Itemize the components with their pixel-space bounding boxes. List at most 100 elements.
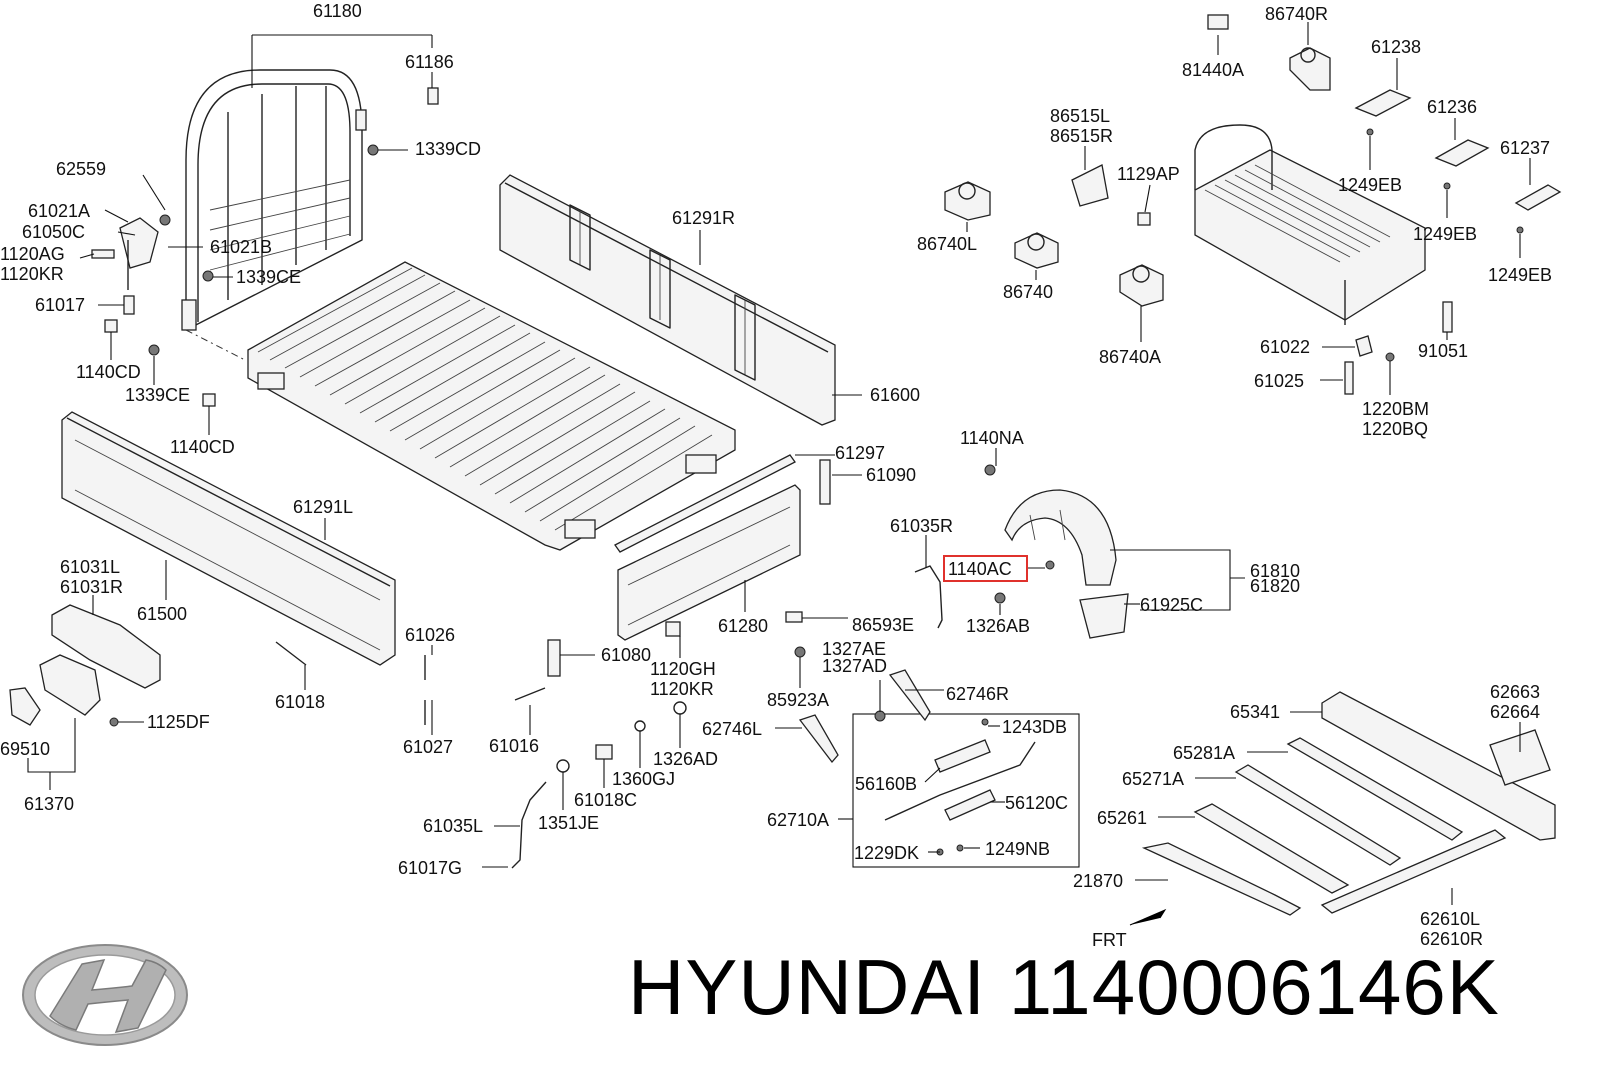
hyundai-logo — [22, 944, 188, 1046]
callout-label: 1120GH — [650, 659, 716, 679]
part-number: 1140006146K — [1008, 943, 1500, 1031]
callout-label: 86740 — [1003, 282, 1053, 302]
callout-label: 62746R — [946, 684, 1009, 704]
right-side-gate-drawing — [499, 174, 836, 426]
callout-label: 61022 — [1260, 337, 1310, 357]
callout-label: 61280 — [718, 616, 768, 636]
hardware-drawing — [9, 87, 943, 869]
callout-label: 86740L — [917, 234, 977, 254]
mud-guard-drawing — [984, 464, 1129, 639]
callout-label: 91051 — [1418, 341, 1468, 361]
callout-label: 61027 — [403, 737, 453, 757]
callout-label: 65261 — [1097, 808, 1147, 828]
assembly-box — [852, 713, 1080, 868]
callout-label: 61021A — [28, 201, 90, 221]
callout-label: 1220BM — [1362, 399, 1429, 419]
callout-label: 1229DK — [854, 843, 919, 863]
callout-label: 69510 — [0, 739, 50, 759]
callout-label: 61370 — [24, 794, 74, 814]
callout-label: 85923A — [767, 690, 829, 710]
callout-label: 62710A — [767, 810, 829, 830]
callout-label: 62746L — [702, 719, 762, 739]
brand-name: HYUNDAI — [628, 943, 987, 1031]
callout-label: 61820 — [1250, 576, 1300, 596]
callout-label: 61180 — [313, 1, 362, 21]
leader-lines — [27, 22, 1531, 905]
bracket-drawing — [794, 646, 1036, 856]
callout-label: 61026 — [405, 625, 455, 645]
callout-label: 61021B — [210, 237, 272, 257]
callout-label: 62610R — [1420, 929, 1483, 949]
callout-labels: 61180 61186 1339CD 62559 61021A 61050C 1… — [0, 1, 1552, 950]
callout-label: 65271A — [1122, 769, 1184, 789]
callout-label: 1249EB — [1338, 175, 1402, 195]
callout-label: 86515R — [1050, 126, 1113, 146]
front-indicator-label: FRT — [1092, 930, 1127, 950]
callout-label: 1220BQ — [1362, 419, 1428, 439]
callout-label: 86740A — [1099, 347, 1161, 367]
callout-label: 1339CE — [125, 385, 190, 405]
callout-label: 1120AG — [0, 244, 65, 264]
callout-label: 61236 — [1427, 97, 1477, 117]
callout-label: 61291R — [672, 208, 735, 228]
callout-label: 62663 — [1490, 682, 1540, 702]
callout-label: 61018 — [275, 692, 325, 712]
callout-label: 21870 — [1073, 871, 1123, 891]
callout-label: 1120KR — [0, 264, 64, 284]
callout-label: 61017G — [398, 858, 462, 878]
headboard-drawing — [181, 69, 367, 331]
callout-label: 62559 — [56, 159, 106, 179]
highlighted-callout-label: 1140AC — [948, 559, 1012, 579]
callout-label: 61810 — [1250, 561, 1300, 581]
callout-label: 1249EB — [1413, 224, 1477, 244]
callout-label: 1339CE — [236, 267, 301, 287]
callout-label: 61090 — [866, 465, 916, 485]
callout-label: 65341 — [1230, 702, 1280, 722]
callout-label: 1327AD — [822, 656, 887, 676]
truck-bed-thumbnail — [1194, 124, 1426, 325]
callout-label: 1360GJ — [612, 769, 675, 789]
callout-label: 61237 — [1500, 138, 1550, 158]
callout-label: 61031L — [60, 557, 120, 577]
callout-label: 62664 — [1490, 702, 1540, 722]
callout-label: 86515L — [1050, 106, 1110, 126]
callout-label: 61238 — [1371, 37, 1421, 57]
callout-label: 62610L — [1420, 909, 1480, 929]
callout-label: 1327AE — [822, 639, 886, 659]
callout-label: 1339CD — [415, 139, 481, 159]
callout-label: 61500 — [137, 604, 187, 624]
callout-label: 86740R — [1265, 4, 1328, 24]
callout-label: 61925C — [1140, 595, 1203, 615]
callout-label: 1140CD — [76, 362, 141, 382]
callout-label: 61297 — [835, 443, 885, 463]
callout-label: 61035R — [890, 516, 953, 536]
callout-label: 1125DF — [147, 712, 210, 732]
bed-floor-drawing — [247, 261, 736, 551]
callout-label: 1249NB — [985, 839, 1050, 859]
tail-gate-drawing — [614, 454, 831, 641]
callout-label: 1243DB — [1002, 717, 1067, 737]
left-side-gate-drawing — [61, 411, 396, 666]
highlight-box — [943, 555, 1028, 582]
callout-label: 61186 — [405, 52, 454, 72]
callout-label: 65281A — [1173, 743, 1235, 763]
callout-label: 61031R — [60, 577, 123, 597]
callout-label: 61016 — [489, 736, 539, 756]
footer-title: HYUNDAI 1140006146K — [628, 948, 1500, 1026]
callout-label: 61050C — [22, 222, 85, 242]
callout-label: 1249EB — [1488, 265, 1552, 285]
callout-label: 1140NA — [960, 428, 1024, 448]
callout-label: 61025 — [1254, 371, 1304, 391]
callout-label: 1326AB — [966, 616, 1030, 636]
callout-label: 61080 — [601, 645, 651, 665]
callout-label: 56160B — [855, 774, 917, 794]
frame-rails-drawing — [1129, 691, 1556, 926]
callout-label: 1120KR — [650, 679, 714, 699]
callout-label: 61600 — [870, 385, 920, 405]
callout-label: 1129AP — [1117, 164, 1180, 184]
callout-label: 61035L — [423, 816, 483, 836]
callout-label: 1140CD — [170, 437, 235, 457]
top-right-hardware-drawing — [944, 14, 1562, 395]
callout-label: 61291L — [293, 497, 353, 517]
